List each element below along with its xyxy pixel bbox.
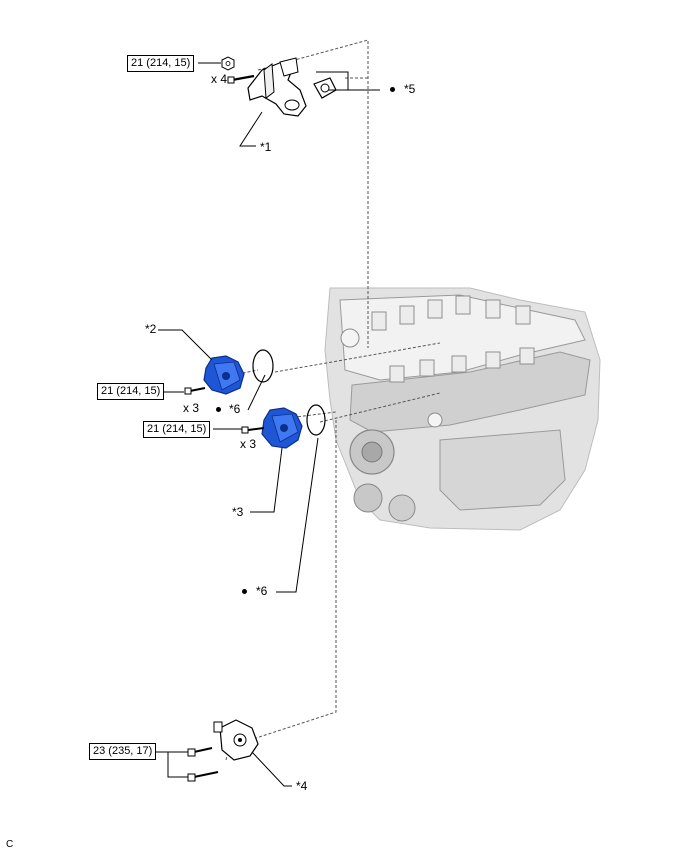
callout-part-3: *3 xyxy=(232,505,244,519)
pulley-bolt-upper xyxy=(187,747,213,757)
figure-code: C xyxy=(6,839,14,850)
non-reusable-mark-5 xyxy=(390,87,395,92)
callout-part-1: *1 xyxy=(260,140,272,154)
pump-bolt-rh xyxy=(241,426,265,434)
qty-pipe-nut: x 4 xyxy=(211,72,228,86)
idler-pulley xyxy=(213,719,259,761)
o-ring-rh xyxy=(306,404,326,436)
leader-lines xyxy=(150,62,380,787)
qty-pump-lh-bolt: x 3 xyxy=(183,401,200,415)
torque-spec-pulley: 23 (235, 17) xyxy=(89,743,157,760)
torque-spec-pipe-nut: 21 (214, 15) xyxy=(127,55,195,72)
torque-spec-pump-lh: 21 (214, 15) xyxy=(97,383,165,400)
water-pump-rh xyxy=(261,407,303,449)
torque-spec-pump-rh: 21 (214, 15) xyxy=(143,421,211,438)
callout-part-2: *2 xyxy=(145,322,157,336)
qty-pump-rh-bolt: x 3 xyxy=(240,437,257,451)
callout-part-6a: *6 xyxy=(229,402,241,416)
pulley-bolt-lower xyxy=(187,771,219,782)
non-reusable-mark-6a xyxy=(216,407,221,412)
gasket-5 xyxy=(313,77,337,99)
engine-assembly xyxy=(324,287,601,531)
pipe-nut xyxy=(221,56,235,71)
non-reusable-mark-6b xyxy=(242,589,247,594)
o-ring-lh xyxy=(252,349,274,383)
callout-part-4: *4 xyxy=(296,779,308,793)
water-inlet-pipe xyxy=(247,57,307,117)
callout-part-5: *5 xyxy=(404,82,416,96)
pipe-stud-bolt xyxy=(227,74,255,84)
callout-part-6b: *6 xyxy=(256,584,268,598)
pump-bolt-lh xyxy=(184,387,206,395)
water-pump-lh xyxy=(203,355,245,395)
